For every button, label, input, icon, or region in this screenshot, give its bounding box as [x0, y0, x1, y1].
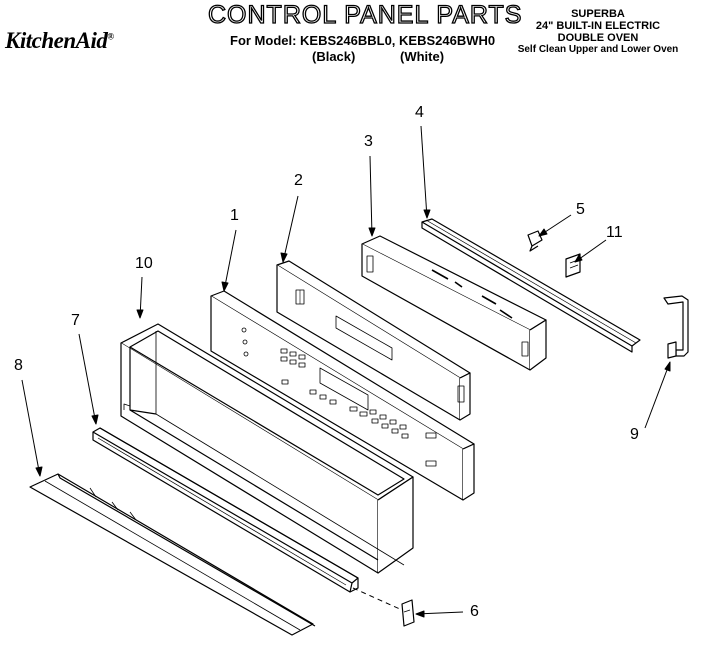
callout-4: 4 [415, 104, 424, 121]
part-7-lower-strip [92, 427, 359, 593]
product-line-4: Self Clean Upper and Lower Oven [517, 44, 679, 55]
model-line: For Model: KEBS246BBL0, KEBS246BWH0 [230, 33, 496, 48]
part-6-clip [401, 599, 415, 627]
part-8-trim-strip [29, 473, 316, 636]
callout-6: 6 [470, 603, 479, 620]
part-1-control-panel [210, 290, 475, 501]
callout-1: 1 [230, 207, 239, 224]
variant-black: (Black) [312, 49, 356, 64]
product-line-1: SUPERBA [571, 8, 625, 20]
callout-2: 2 [294, 172, 303, 189]
callout-10: 10 [135, 255, 153, 272]
brand-logo: KitchenAid® [5, 28, 114, 54]
product-line-3: DOUBLE OVEN [557, 32, 639, 44]
part-4-rail [421, 218, 641, 353]
part-9-hook-bracket [663, 295, 689, 359]
dashed-guide-line [352, 587, 403, 611]
callout-3: 3 [364, 133, 373, 150]
callout-7: 7 [71, 312, 80, 329]
callout-11: 11 [606, 224, 623, 241]
callout-5: 5 [576, 201, 585, 218]
brand-registered-mark: ® [107, 31, 114, 42]
product-info: SUPERBA 24" BUILT-IN ELECTRIC DOUBLE OVE… [498, 8, 698, 56]
part-3-housing [361, 235, 547, 371]
leader-lines [21, 125, 671, 618]
brand-name: KitchenAid [5, 28, 108, 53]
product-line-2: 24" BUILT-IN ELECTRIC [535, 20, 661, 32]
part-2-circuit-board [276, 260, 471, 421]
callout-8: 8 [14, 357, 23, 374]
part-10-frame [120, 323, 414, 574]
variant-white: (White) [400, 49, 445, 64]
callout-9: 9 [630, 426, 639, 443]
page-title: CONTROL PANEL PARTS [207, 0, 523, 29]
part-5-clip [527, 230, 543, 252]
